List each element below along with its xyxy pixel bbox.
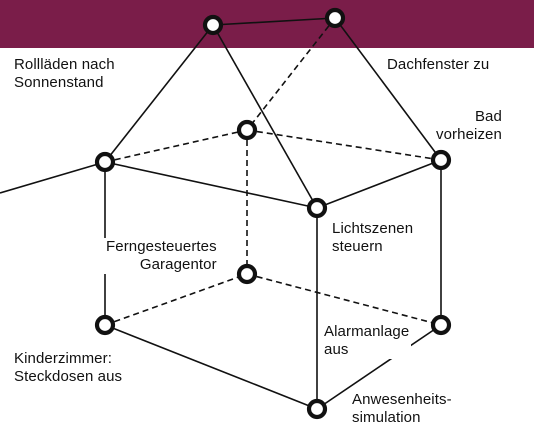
edge-left-top-to-back-top [104,129,248,163]
edge-left-top-to-offscreen-left [0,161,106,194]
label-bad: Bad vorheizen [436,108,502,143]
edge-back-top-to-right-top [246,129,442,161]
label-anwesenheit: Anwesenheits- simulation [352,391,452,426]
node-kinderzimmer [94,314,116,336]
node-roof-left [202,14,224,36]
node-alarmanlage [430,314,452,336]
node-dachfenster [324,7,346,29]
label-kinderzimmer: Kinderzimmer: Steckdosen aus [14,350,123,385]
label-licht: Lichtszenen steuern [330,220,416,256]
label-garagentor: Ferngesteuertes Garagentor [104,238,219,274]
node-garagentor [236,263,258,285]
header-band [0,0,534,48]
nodes-layer [94,7,452,420]
node-bad [430,149,452,171]
edge-roof-left-to-roof-right [212,17,336,26]
edge-left-top-to-front-top [104,161,318,209]
label-rolllaeden: Rollläden nach Sonnenstand [14,56,115,91]
edge-left-bottom-to-front-bottom [104,324,318,410]
edge-front-top-to-right-top [316,159,442,209]
edge-front-bottom-to-right-bottom [316,324,442,410]
node-back-top [236,119,258,141]
edge-left-bottom-to-back-bottom [104,273,248,326]
node-anwesenheit [306,398,328,420]
label-alarm: Alarmanlage aus [322,323,412,359]
edge-roof-left-to-left-top [104,24,214,163]
edges-layer [0,17,442,410]
label-dachfenster: Dachfenster zu [387,56,490,73]
edge-back-bottom-to-right-bottom [246,273,442,326]
edge-roof-left-to-front-top [212,24,318,209]
node-rolllaeden [94,151,116,173]
edge-roof-right-to-back-top [246,17,336,131]
edge-roof-right-to-right-top [334,17,442,161]
node-lichtszenen [306,197,328,219]
